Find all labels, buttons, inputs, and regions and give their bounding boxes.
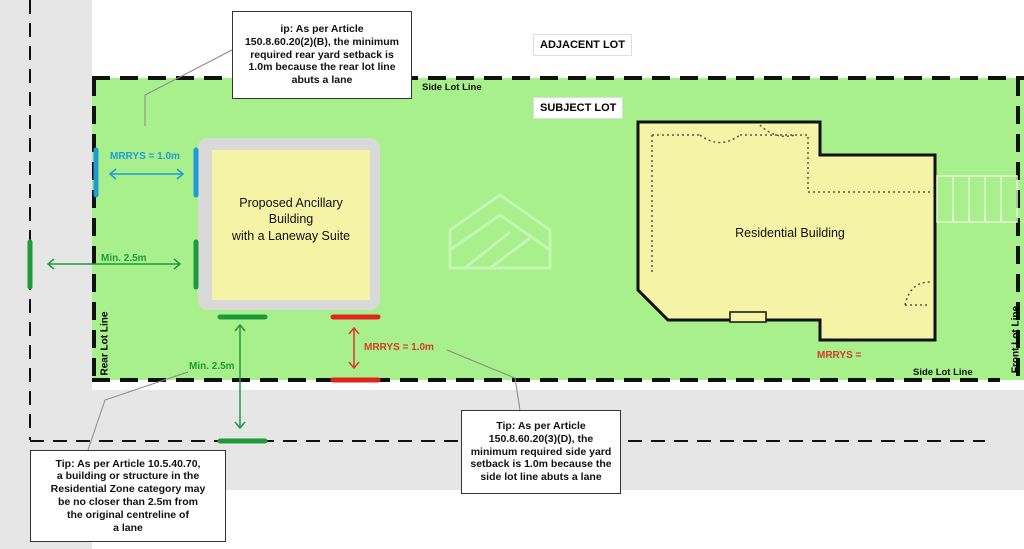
tip-rear-yard-text: ip: As per Article 150.8.60.20(2)(B), th… <box>244 23 400 87</box>
tip-left-leader <box>87 371 189 451</box>
side-lot-line-top-label: Side Lot Line <box>422 82 482 93</box>
side-lane-distance-arrow <box>234 323 246 430</box>
residential-building-label: Residential Building <box>735 226 845 240</box>
mrrys-front-label: MRRYS = <box>817 350 862 361</box>
tip-top-leader <box>144 49 233 126</box>
min-lane-label: Min. 2.5m <box>189 361 235 372</box>
subject-lot-label: SUBJECT LOT <box>533 97 624 119</box>
adjacent-lot-label: ADJACENT LOT <box>533 34 632 56</box>
residential-building <box>636 120 937 342</box>
tip-lane-centreline-text: Tip: As per Article 10.5.40.70, a buildi… <box>50 457 206 534</box>
rear-lot-line-label: Rear Lot Line <box>99 311 111 376</box>
residential-interior-dotted <box>651 134 930 275</box>
residential-door <box>729 311 767 323</box>
min-rear-label: Min. 2.5m <box>101 253 147 264</box>
residential-door-arc-right <box>904 281 931 306</box>
proposed-building-label: Proposed Ancillary Building with a Lanew… <box>231 196 351 243</box>
rear-setback-arrow <box>108 168 185 180</box>
side-setback-arrow <box>348 326 360 370</box>
tip-rear-yard-box: ip: As per Article 150.8.60.20(2)(B), th… <box>232 11 412 99</box>
tip-side-yard-box: Tip: As per Article 150.8.60.20(3)(D), t… <box>461 410 621 494</box>
rear-lane-distance-arrow <box>46 258 182 270</box>
residential-door-arc-top-left <box>699 134 741 144</box>
front-lot-line-label: Front Lot Line <box>1010 305 1022 374</box>
mrrys-side-label: MRRYS = 1.0m <box>364 342 434 353</box>
tip-side-yard-text: Tip: As per Article 150.8.60.20(3)(D), t… <box>470 420 612 484</box>
ancillary-building <box>212 150 370 300</box>
side-lot-line-bottom-label: Side Lot Line <box>913 367 973 378</box>
watermark-logo <box>448 193 552 270</box>
tip-lane-centreline-box: Tip: As per Article 10.5.40.70, a buildi… <box>30 450 226 542</box>
residential-stairs <box>936 175 1018 223</box>
tip-right-leader <box>446 349 521 411</box>
mrrys-rear-label: MRRYS = 1.0m <box>110 151 180 162</box>
